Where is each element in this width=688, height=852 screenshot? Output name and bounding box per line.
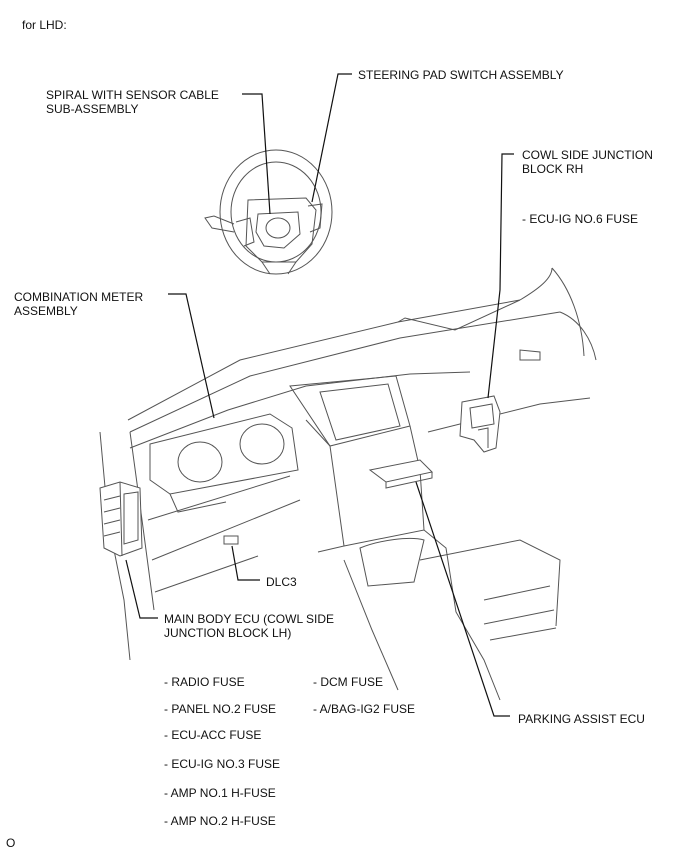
- dashboard-drawing: [99, 267, 597, 701]
- dlc3-label: DLC3: [266, 575, 297, 589]
- spiral-cable-label-line2: SUB-ASSEMBLY: [46, 102, 139, 116]
- combination-meter-label-line2: ASSEMBLY: [14, 304, 78, 318]
- main-body-ecu-label-line1: MAIN BODY ECU (COWL SIDE: [164, 612, 335, 626]
- fuse-lh-item: - AMP NO.2 H-FUSE: [164, 814, 276, 828]
- fuse-lh-item: - AMP NO.1 H-FUSE: [164, 786, 276, 800]
- steering-pad-switch-label: STEERING PAD SWITCH ASSEMBLY: [358, 68, 564, 82]
- parking-assist-ecu-label: PARKING ASSIST ECU: [518, 712, 645, 726]
- steering-wheel-drawing: [204, 149, 333, 275]
- main-body-ecu-label-line2: JUNCTION BLOCK LH): [164, 626, 292, 640]
- fuse-lh-item: - PANEL NO.2 FUSE: [164, 702, 277, 716]
- combination-meter-label-line1: COMBINATION METER: [14, 290, 144, 304]
- fuse-lh-item: - ECU-ACC FUSE: [164, 728, 262, 742]
- cowl-side-jb-rh-label-line1: COWL SIDE JUNCTION: [522, 148, 653, 162]
- variant-label: for LHD:: [22, 18, 67, 32]
- fuse-lh-item: - RADIO FUSE: [164, 675, 245, 689]
- fuse-lh-item: - DCM FUSE: [313, 675, 383, 689]
- figure-code: O: [6, 836, 16, 850]
- fuse-lh-item: - ECU-IG NO.3 FUSE: [164, 757, 281, 771]
- leader-lines: [125, 73, 514, 717]
- fuse-lh-item: - A/BAG-IG2 FUSE: [313, 702, 416, 716]
- spiral-cable-label-line1: SPIRAL WITH SENSOR CABLE: [46, 88, 219, 102]
- cowl-side-jb-rh-label-line2: BLOCK RH: [522, 162, 584, 176]
- fuse-rh-item: - ECU-IG NO.6 FUSE: [522, 212, 639, 226]
